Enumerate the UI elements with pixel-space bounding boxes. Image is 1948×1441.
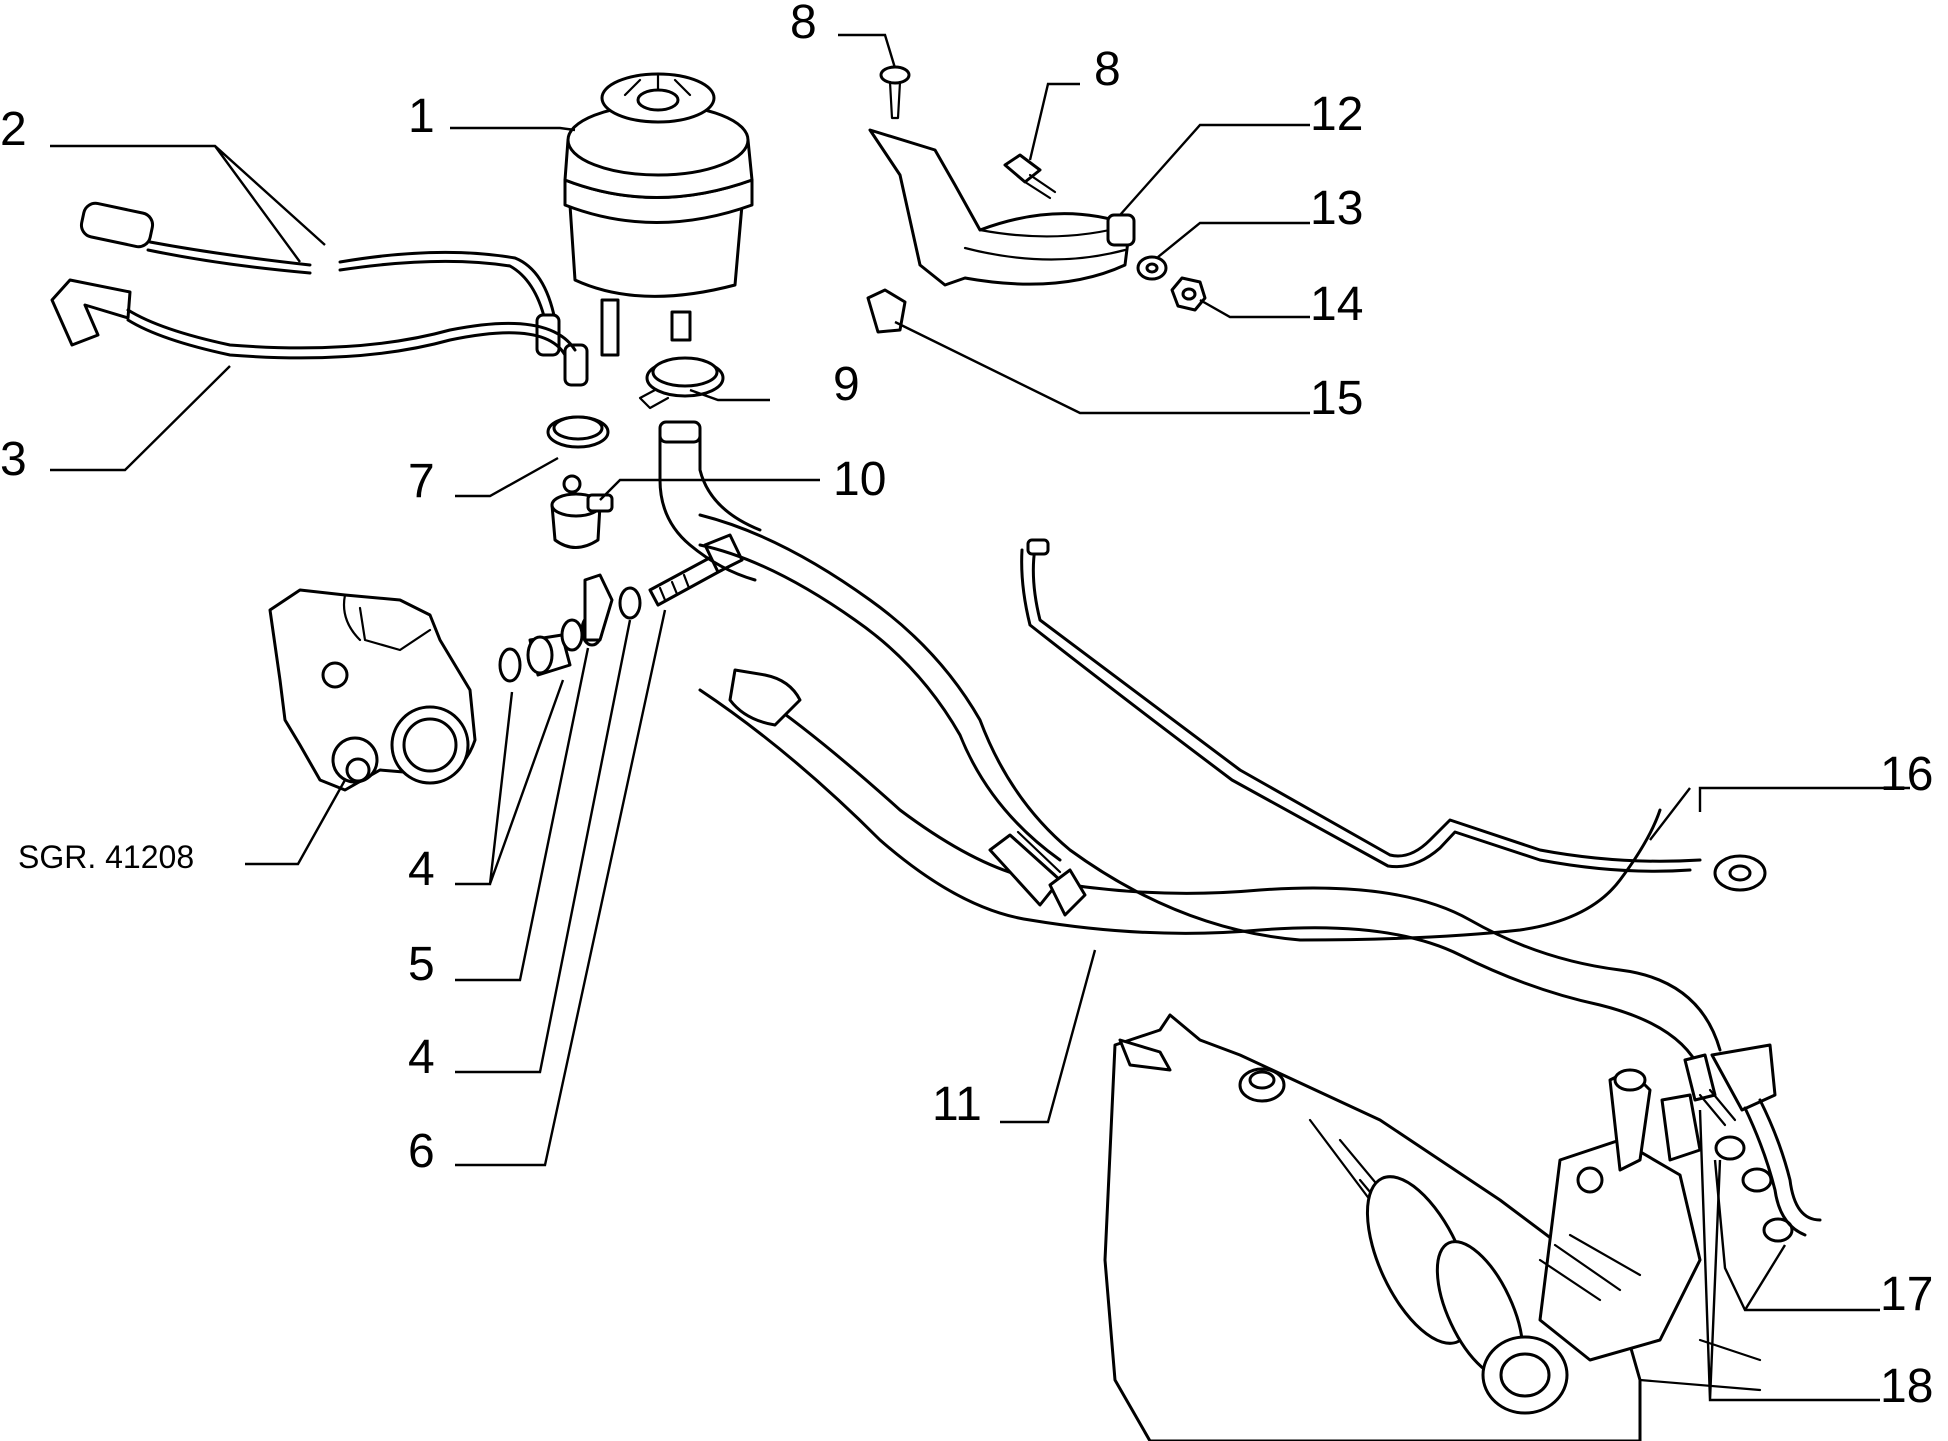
switch-part-10 <box>550 474 614 549</box>
washers-part-17 <box>1714 1135 1794 1243</box>
callout-5: 5 <box>408 938 435 991</box>
clamp-part-9 <box>638 356 725 410</box>
leader-lines <box>50 33 1910 1402</box>
callout-15: 15 <box>1310 372 1363 425</box>
hose-part-11 <box>658 420 1722 1072</box>
callout-2: 2 <box>0 103 27 156</box>
bolt-part-8b <box>1003 153 1057 200</box>
callout-9: 9 <box>833 358 860 411</box>
callout-10: 10 <box>833 453 886 506</box>
callout-13: 13 <box>1310 182 1363 235</box>
steering-gear-housing <box>1103 1013 1762 1441</box>
callout-17: 17 <box>1880 1268 1933 1321</box>
grommet-part-15 <box>866 288 907 334</box>
callout-18: 18 <box>1880 1360 1933 1413</box>
bracket-part-12 <box>868 128 1136 287</box>
callout-8a: 8 <box>790 0 817 49</box>
callout-12: 12 <box>1310 88 1363 141</box>
nut-part-14 <box>1170 276 1207 312</box>
hose-part-2 <box>79 201 589 387</box>
washer-part-4a <box>498 647 522 683</box>
callout-3: 3 <box>0 433 27 486</box>
reservoir-part-1 <box>563 72 754 357</box>
callout-8b: 8 <box>1094 43 1121 96</box>
hose-part-3 <box>50 278 577 360</box>
washer-part-13 <box>1136 255 1168 281</box>
reference-label: SGR. 41208 <box>18 839 194 875</box>
callout-6: 6 <box>408 1125 435 1178</box>
callout-4b: 4 <box>408 1031 435 1084</box>
callout-labels: 1 2 3 4 5 4 6 7 8 8 9 10 11 12 13 14 15 … <box>0 0 1933 1413</box>
screw-part-8a <box>879 65 911 120</box>
callout-16: 16 <box>1880 748 1933 801</box>
callout-11: 11 <box>932 1078 982 1131</box>
callout-14: 14 <box>1310 278 1363 331</box>
bolt-part-18 <box>1683 1043 1822 1237</box>
pipe-part-16 <box>1020 538 1767 892</box>
callout-4a: 4 <box>408 843 435 896</box>
callout-1: 1 <box>408 90 435 143</box>
clamp-part-7 <box>546 415 610 449</box>
banjo-fitting <box>583 573 614 642</box>
callout-7: 7 <box>408 455 435 508</box>
banjo-part-5 <box>526 633 572 677</box>
pump-assembly <box>268 588 477 792</box>
